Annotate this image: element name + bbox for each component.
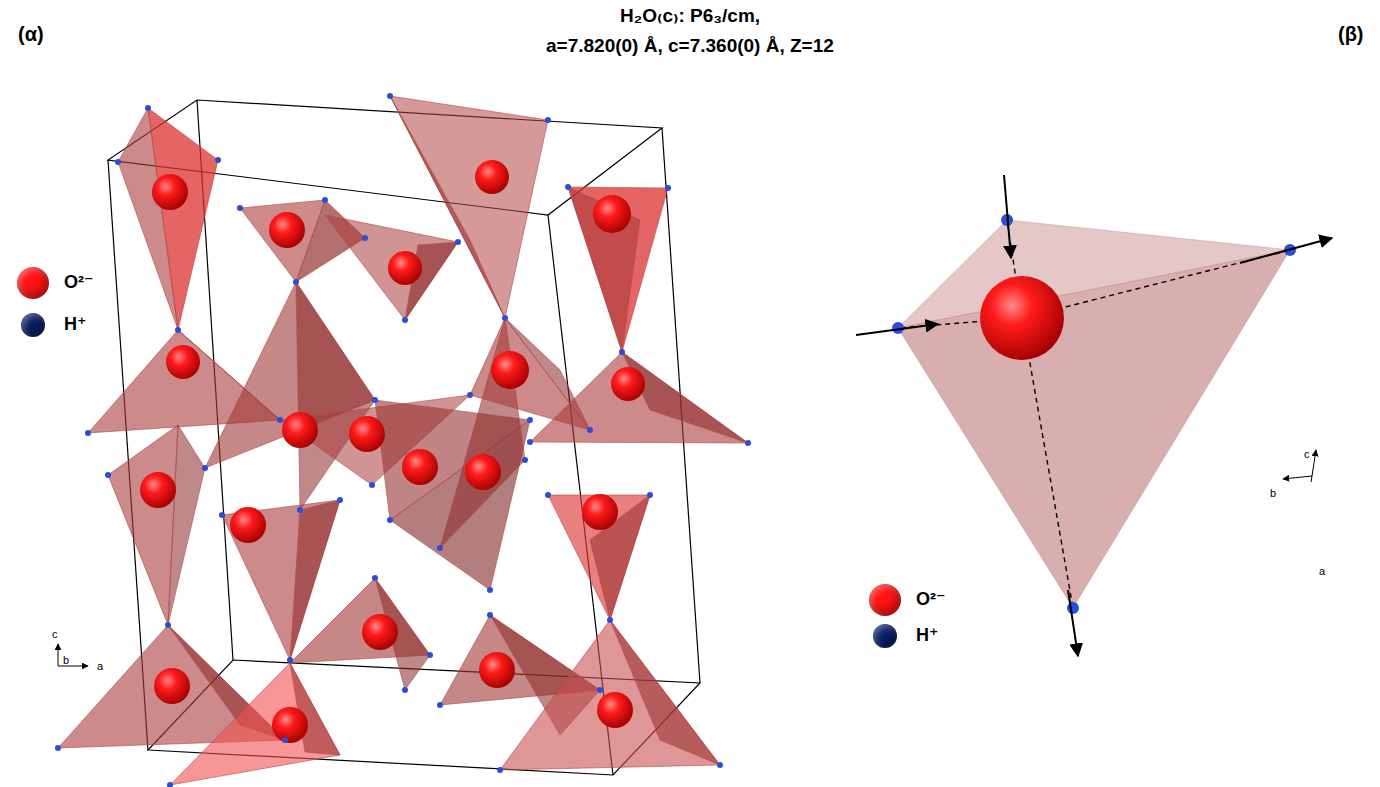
axis-label: c — [1304, 448, 1310, 460]
axis-label: b — [63, 654, 69, 666]
legend-text: H⁺ — [916, 626, 939, 646]
legend-text: H⁺ — [64, 315, 87, 335]
tetrahedra — [58, 96, 748, 785]
single-tetrahedron — [856, 175, 1332, 656]
oxygen-atoms — [140, 160, 645, 743]
axis-label: c — [52, 628, 58, 640]
figure-title: H₂O₍c₎: P6₃/cm, — [620, 6, 760, 27]
hydrogen-atoms — [55, 93, 751, 787]
panel-letter: (α) — [18, 23, 44, 45]
axis-label: b — [1270, 487, 1276, 499]
legend-swatch — [21, 313, 45, 337]
cell-parameters: a=7.820(0) Å, c=7.360(0) Å, Z=12 — [546, 36, 834, 57]
axis-label: a — [97, 660, 103, 672]
axis-label: a — [1319, 565, 1325, 577]
legend-text: O²⁻ — [916, 590, 946, 610]
legend-swatch — [869, 584, 901, 616]
legend-swatch — [17, 267, 49, 299]
legend-swatch — [873, 624, 897, 648]
axis-triad — [1283, 450, 1316, 482]
legend-text: O²⁻ — [64, 273, 94, 293]
panel-letter: (β) — [1338, 23, 1364, 45]
axis-triad — [58, 644, 88, 666]
